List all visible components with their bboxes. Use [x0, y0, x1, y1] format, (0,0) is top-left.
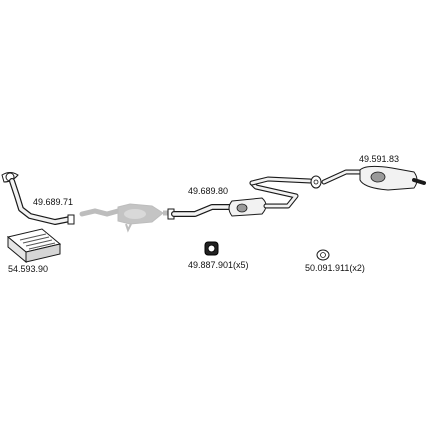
rear-section-number: 49.591.83	[359, 154, 399, 164]
rear-section-part[interactable]	[321, 165, 426, 191]
muffler-icon	[228, 197, 267, 217]
front-pipe-number: 49.689.71	[33, 197, 73, 207]
centre-section-number: 49.689.80	[188, 186, 228, 196]
rubber-mount-number: 49.887.901(x5)	[188, 260, 249, 270]
mounting-kit-number: 54.593.90	[8, 264, 48, 274]
front-pipe-part[interactable]	[1, 172, 75, 225]
centre-section-part[interactable]	[167, 176, 313, 220]
muffler-icon	[359, 165, 418, 191]
gasket-number: 50.091.911(x2)	[305, 263, 365, 273]
flange-icon	[310, 175, 322, 189]
rubber-mount-icon[interactable]	[204, 241, 219, 256]
gasket-icon[interactable]	[316, 249, 330, 261]
kit-box-icon[interactable]	[6, 228, 62, 264]
catalyst-icon	[79, 203, 168, 233]
